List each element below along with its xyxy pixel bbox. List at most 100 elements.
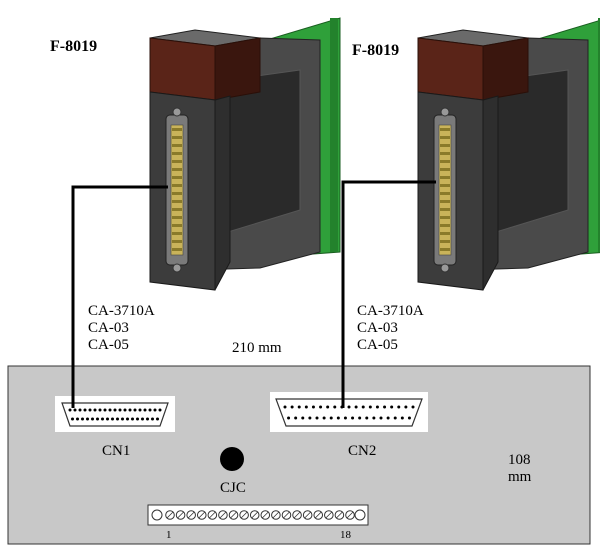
cn2-pin — [379, 416, 383, 420]
module-1-pin — [172, 168, 182, 171]
cn1-pin — [148, 408, 152, 412]
terminal-screw-slot — [325, 511, 333, 519]
cjc-label: CJC — [220, 480, 246, 496]
terminal-screw-slot — [314, 511, 322, 519]
cn1-pin — [118, 408, 122, 412]
cn1-label: CN1 — [102, 443, 131, 459]
cjc-sensor — [220, 447, 244, 471]
cable-2-line-1: CA-3710A — [357, 303, 424, 319]
cn2-pin — [301, 416, 305, 420]
cn2-pin — [375, 405, 379, 409]
cn1-pin — [76, 417, 79, 421]
module-2-pin — [440, 176, 450, 179]
cn2-pin — [336, 416, 340, 420]
cn1-pin — [88, 408, 92, 412]
cn2-label: CN2 — [348, 443, 377, 459]
cn2-pin — [343, 416, 347, 420]
cn1-pin — [153, 408, 157, 412]
cn2-pin — [333, 405, 337, 409]
terminal-screw-slot — [283, 511, 290, 519]
cn2-pin — [354, 405, 358, 409]
module-1-pin — [172, 184, 182, 187]
cn2-pin — [393, 416, 397, 420]
cn1-pin — [68, 408, 72, 412]
module-1-pin — [172, 232, 182, 235]
io-module-2 — [417, 17, 600, 291]
terminal-screw-slot — [346, 511, 354, 519]
cn1-pin — [126, 417, 129, 421]
cn1-pin — [143, 408, 147, 412]
module-2-pin — [440, 216, 450, 219]
terminal-screw-slot — [262, 511, 269, 519]
module-1-pin — [172, 192, 182, 195]
module-2-pin — [440, 192, 450, 195]
cn2-pin — [308, 416, 312, 420]
cable-2-line-3: CA-05 — [357, 337, 398, 353]
cn2-pin — [365, 416, 369, 420]
module-1-pin — [172, 200, 182, 203]
cn2-pin — [358, 416, 362, 420]
terminal-screw-slot — [251, 511, 258, 519]
cn2-pin — [297, 405, 301, 409]
terminal-end-label: 18 — [340, 529, 351, 541]
cn1-pin — [91, 417, 94, 421]
cn1-pin — [108, 408, 112, 412]
cn1-pin — [156, 417, 159, 421]
cn2-pin — [404, 405, 408, 409]
cn2-pin — [294, 416, 298, 420]
cn2-pin — [368, 405, 372, 409]
cn1-pin — [103, 408, 107, 412]
module-1-pin — [172, 160, 182, 163]
cn1-pin — [83, 408, 87, 412]
module-2-pin — [440, 200, 450, 203]
cn1-pin — [111, 417, 114, 421]
terminal-start-label: 1 — [166, 529, 172, 541]
cn2-pin — [372, 416, 376, 420]
module-2-title: F-8019 — [352, 42, 400, 59]
terminal-screw-slot — [293, 511, 301, 519]
terminal-screw-slot — [198, 511, 206, 519]
cn2-pin — [315, 416, 319, 420]
terminal-screw-slot — [336, 511, 343, 519]
cn1-pin — [131, 417, 134, 421]
cable-1-line-2: CA-03 — [88, 320, 129, 336]
cn2-pin — [411, 405, 415, 409]
terminal-screw-slot — [219, 511, 227, 519]
cn2-pin — [283, 405, 287, 409]
cn1-pin — [71, 417, 74, 421]
cn1-pin — [106, 417, 109, 421]
cn1-connector — [55, 396, 175, 432]
module-1-pin — [172, 216, 182, 219]
cn1-pin — [121, 417, 124, 421]
cn2-pin — [311, 405, 315, 409]
module-2-pin — [440, 240, 450, 243]
module-2-pin — [440, 136, 450, 139]
cn1-pin — [96, 417, 99, 421]
module-2-pin — [440, 144, 450, 147]
module-2-pin — [440, 160, 450, 163]
cn2-pin — [326, 405, 330, 409]
cn2-pin — [400, 416, 404, 420]
cn1-pin — [116, 417, 119, 421]
cn1-pin — [86, 417, 89, 421]
cn2-pin — [383, 405, 387, 409]
module-1-pin — [172, 136, 182, 139]
cn2-connector — [270, 392, 428, 432]
terminal-screw-slot — [272, 511, 280, 519]
cn2-pin — [386, 416, 390, 420]
module-2-pin — [440, 128, 450, 131]
cable-1-wire — [71, 185, 168, 408]
module-1-pin — [172, 128, 182, 131]
cn2-pin — [322, 416, 326, 420]
cn2-pin — [304, 405, 308, 409]
module-2-pin — [440, 152, 450, 155]
cn2-pin — [287, 416, 291, 420]
terminal-screw-slot — [304, 511, 311, 519]
terminal-screw-slot — [240, 511, 248, 519]
cn2-pin — [290, 405, 294, 409]
terminal-screw-slot — [230, 511, 237, 519]
cable-2-line-2: CA-03 — [357, 320, 398, 336]
cn1-pin — [138, 408, 142, 412]
terminal-block — [147, 504, 369, 526]
